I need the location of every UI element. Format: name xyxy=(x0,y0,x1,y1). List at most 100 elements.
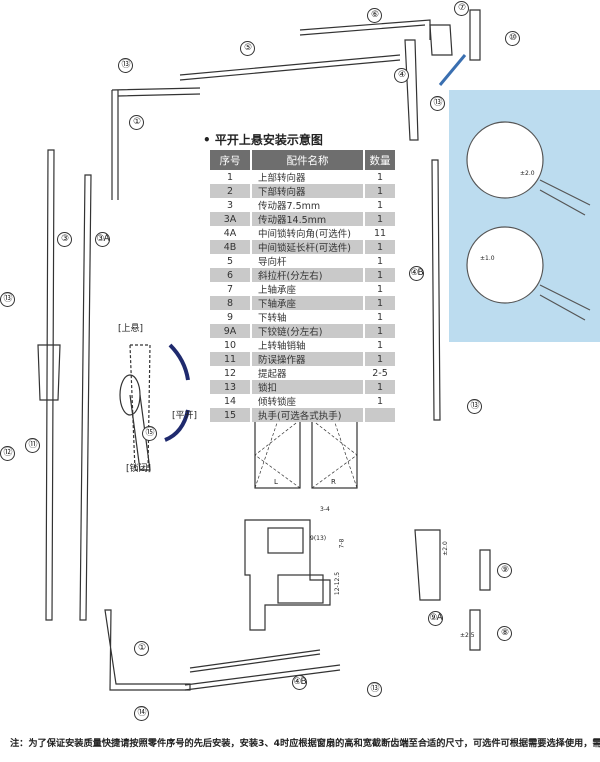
cell-no: 6 xyxy=(210,268,252,282)
drive-3a xyxy=(79,174,92,621)
cell-name: 执手(可选各式执手) xyxy=(251,408,365,422)
cell-qty: 1 xyxy=(376,311,384,323)
bottom-hinge-parts xyxy=(414,529,491,651)
tol-b: ±1.0 xyxy=(480,255,495,262)
cell-qty: 1 xyxy=(376,339,384,351)
cell-qty: 1 xyxy=(364,212,395,226)
detail-circle-1 xyxy=(466,121,544,199)
cell-no: 12 xyxy=(210,366,252,380)
part-callout: ⑮ xyxy=(142,426,157,441)
arrow-down xyxy=(164,409,190,442)
label-l: L xyxy=(274,478,278,486)
part-callout: ⑨ xyxy=(497,563,512,578)
cell-no: 15 xyxy=(210,408,252,422)
cell-no: 8 xyxy=(210,296,252,310)
cell-name: 下部转向器 xyxy=(251,184,365,198)
cell-qty: 2-5 xyxy=(372,367,388,379)
top-corner-right xyxy=(404,39,419,141)
cell-no: 4A xyxy=(210,226,252,240)
part-callout: ⑥ xyxy=(367,8,382,23)
part-callout: ⑬ xyxy=(467,399,482,414)
label-casement: [平开] xyxy=(172,411,198,421)
cell-no: 3A xyxy=(210,212,252,226)
part-callout: ⑭ xyxy=(134,706,149,721)
part-callout: ① xyxy=(134,641,149,656)
table-header-row: 序号 配件名称 数量 xyxy=(210,150,395,170)
part-callout: ⑫ xyxy=(0,446,15,461)
cell-no: 13 xyxy=(210,380,252,394)
drive-3 xyxy=(45,149,55,621)
cell-name: 斜拉杆(分左右) xyxy=(251,268,365,282)
cell-name: 防误操作器 xyxy=(251,352,365,366)
cell-qty: 1 xyxy=(376,199,384,211)
cell-qty: 1 xyxy=(364,268,395,282)
cell-qty: 1 xyxy=(364,380,395,394)
dim-4: 12-12.5 xyxy=(334,571,342,596)
footnote: 注：为了保证安装质量快捷请按照零件序号的先后安装，安装3、4时应根据窗扇的高和宽… xyxy=(10,738,600,749)
detail-circle-2 xyxy=(466,226,544,304)
header-qty: 数量 xyxy=(364,150,395,170)
cell-qty: 1 xyxy=(364,184,395,198)
dim-3: 7-8 xyxy=(338,538,346,549)
cell-no: 2 xyxy=(210,184,252,198)
top-left-corner-drive xyxy=(111,87,201,200)
cell-name: 中间锁延长杆(可选件) xyxy=(251,240,365,254)
cell-name: 导向杆 xyxy=(251,254,365,268)
cell-name: 倾转锁座 xyxy=(251,394,365,408)
profile-section xyxy=(244,519,331,631)
cell-qty: 1 xyxy=(376,255,384,267)
part-callout: ④B xyxy=(292,675,307,690)
dim-1: 3-4 xyxy=(320,506,330,513)
cell-no: 10 xyxy=(210,338,252,352)
cell-qty: 1 xyxy=(364,352,395,366)
part-callout: ⑧ xyxy=(497,626,512,641)
tol-a: ±2.0 xyxy=(520,170,535,177)
cell-no: 1 xyxy=(210,170,252,184)
cell-name: 提起器 xyxy=(251,366,365,380)
pin xyxy=(469,9,481,61)
cell-name: 锁扣 xyxy=(251,380,365,394)
cell-no: 14 xyxy=(210,394,252,408)
gearbox xyxy=(37,344,61,401)
cell-name: 下铰链(分左右) xyxy=(251,324,365,338)
cell-no: 3 xyxy=(210,198,252,212)
cell-name: 下轴承座 xyxy=(251,296,365,310)
cell-no: 11 xyxy=(210,352,252,366)
bottom-rod-4b xyxy=(184,664,341,691)
cell-qty: 1 xyxy=(364,296,395,310)
label-locked: [锁闭] xyxy=(126,464,152,474)
cell-name: 上轴承座 xyxy=(251,282,365,296)
cell-qty: 1 xyxy=(364,324,395,338)
part-callout: ⑬ xyxy=(118,58,133,73)
table-title: • 平开上悬安装示意图 xyxy=(203,133,323,147)
cell-no: 7 xyxy=(210,282,252,296)
part-callout: ① xyxy=(129,115,144,130)
detail-arrow xyxy=(438,54,467,86)
dim-2: 9(13) xyxy=(310,535,327,542)
label-r: R xyxy=(331,478,336,486)
extension-rod-4b xyxy=(431,159,441,421)
tol-c: ±2.0 xyxy=(441,541,449,556)
cell-no: 5 xyxy=(210,254,252,268)
part-callout: ⑪ xyxy=(25,438,40,453)
bottom-corner xyxy=(104,609,321,691)
part-callout: ⑩ xyxy=(505,31,520,46)
cell-name: 中间锁转向角(可选件) xyxy=(251,226,365,240)
